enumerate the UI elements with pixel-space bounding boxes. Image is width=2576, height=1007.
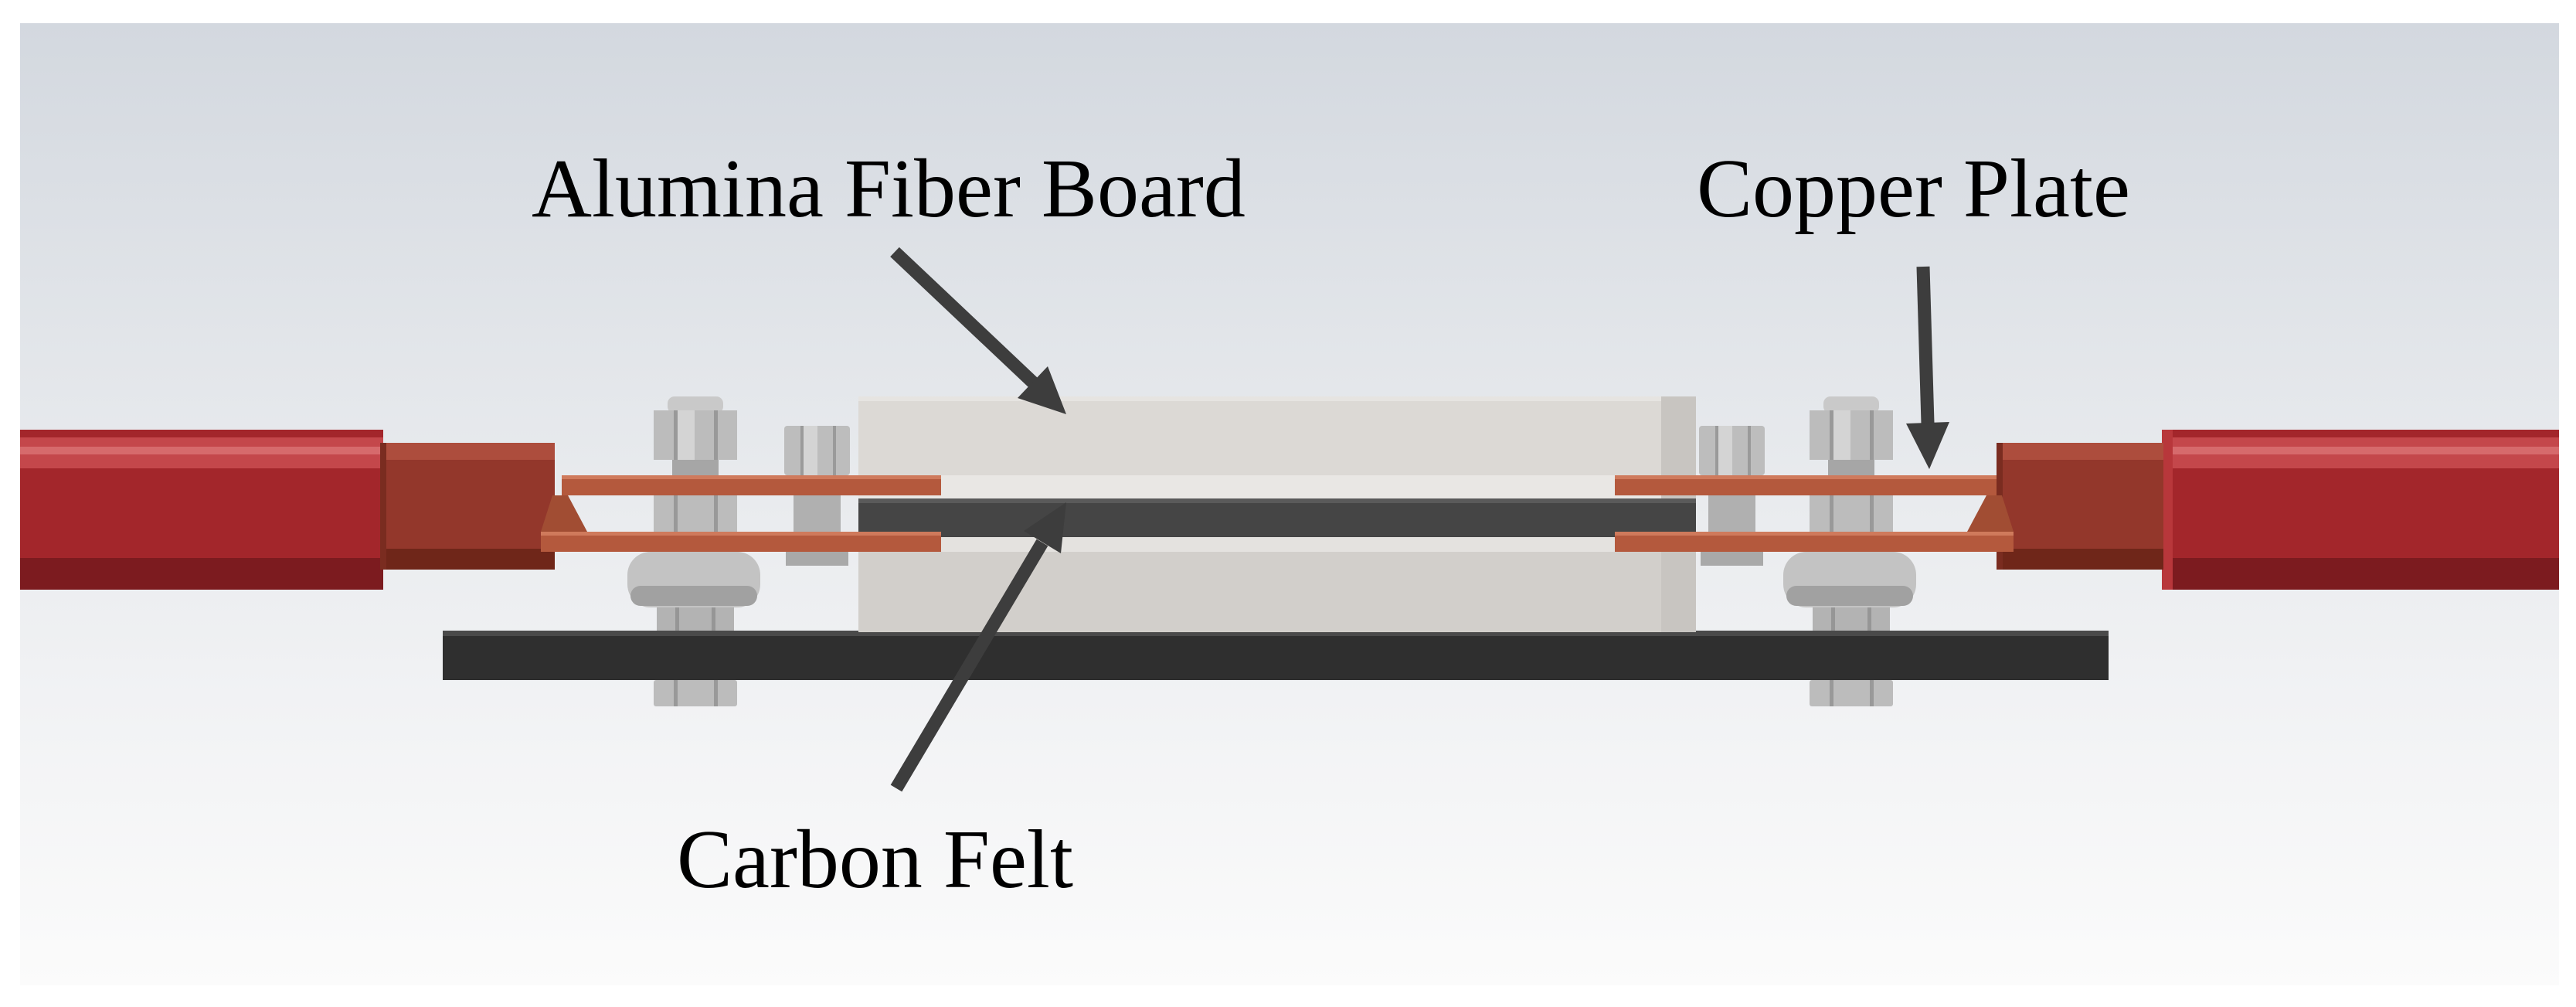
left-cable-ferrule bbox=[380, 443, 555, 570]
lower-nut bbox=[1701, 552, 1763, 566]
copper-plate-right-bottom-highlight bbox=[1615, 532, 2014, 536]
lower-nut bbox=[786, 552, 848, 566]
arrow-alumina-head bbox=[1018, 366, 1066, 414]
bolt-shaft bbox=[1708, 495, 1755, 532]
copper-plate-left-top-highlight bbox=[562, 475, 941, 479]
nut-facet bbox=[1867, 607, 1871, 631]
bolt-right-inner bbox=[1699, 426, 1765, 566]
top-hex-nut bbox=[654, 410, 737, 460]
nut-facet bbox=[714, 680, 718, 706]
alumina-block-upper-strip bbox=[858, 475, 1696, 498]
right-cable-shadow bbox=[2162, 558, 2559, 590]
nut-facet bbox=[1870, 680, 1874, 706]
copper-plate-left-bottom-highlight bbox=[541, 532, 941, 536]
label-alumina-fiber-board: Alumina Fiber Board bbox=[532, 143, 1246, 235]
nut-facet bbox=[833, 426, 836, 475]
arrow-copper-shaft bbox=[1916, 266, 1935, 424]
label-carbon-felt: Carbon Felt bbox=[677, 814, 1073, 906]
nut-highlight bbox=[804, 426, 817, 475]
nut-facet bbox=[674, 495, 678, 532]
left-cable bbox=[20, 430, 383, 590]
nut-highlight bbox=[1718, 426, 1732, 475]
arrow-copper-head bbox=[1906, 422, 1949, 469]
top-hex-nut bbox=[1810, 410, 1893, 460]
right-ferrule-body bbox=[1997, 443, 2163, 570]
right-cable-ferrule bbox=[1997, 443, 2163, 570]
nut-facet bbox=[1870, 410, 1874, 460]
nut-facet bbox=[1715, 426, 1718, 475]
copper-crimp-tongue-left bbox=[541, 495, 587, 532]
right-ferrule-shadow bbox=[1997, 549, 2163, 570]
nut-facet bbox=[1748, 426, 1751, 475]
base-plate-top-edge bbox=[443, 631, 2109, 636]
bolt-tip bbox=[668, 396, 723, 413]
arrow-carbon-felt bbox=[890, 502, 1066, 792]
right-cable bbox=[2162, 430, 2559, 590]
label-copper-plate: Copper Plate bbox=[1697, 143, 2130, 235]
copper-plates-right bbox=[1615, 475, 2014, 552]
arrow-alumina-shaft bbox=[890, 247, 1038, 388]
bottom-nut bbox=[654, 680, 737, 706]
nut-facet bbox=[712, 607, 715, 631]
carbon-felt-highlight bbox=[858, 498, 1696, 503]
nut-facet bbox=[1830, 495, 1833, 532]
middle-nut bbox=[1810, 495, 1893, 532]
left-cable-shine bbox=[20, 447, 383, 454]
left-ferrule-highlight bbox=[380, 443, 555, 460]
bolt-shaft bbox=[672, 460, 719, 475]
nut-facet bbox=[1870, 495, 1874, 532]
nut-highlight bbox=[1833, 410, 1850, 460]
bottom-nut bbox=[1810, 680, 1893, 706]
right-ferrule-highlight bbox=[1997, 443, 2163, 460]
nut-facet bbox=[714, 410, 718, 460]
arrow-carbon-shaft bbox=[890, 539, 1048, 792]
copper-plate-right-top-highlight bbox=[1615, 475, 1997, 479]
nut-facet bbox=[1830, 680, 1833, 706]
alumina-block-top-edge bbox=[858, 396, 1696, 401]
nut-facet bbox=[674, 410, 678, 460]
base-plate-body bbox=[443, 631, 2109, 680]
alumina-block-lower-face bbox=[858, 552, 1696, 632]
bolt-stack-right-outer bbox=[1783, 396, 1916, 706]
lower-nut bbox=[1813, 607, 1890, 631]
arrow-copper-plate bbox=[1906, 266, 1949, 469]
nut-facet bbox=[800, 426, 804, 475]
copper-plates-left bbox=[541, 475, 941, 552]
right-cable-shine bbox=[2162, 447, 2559, 454]
bolt-left-inner bbox=[784, 426, 850, 566]
left-ferrule-body bbox=[380, 443, 555, 570]
bolt-shaft bbox=[1828, 460, 1874, 475]
right-cable-end-bevel bbox=[2162, 430, 2173, 590]
nut-facet bbox=[1831, 607, 1835, 631]
nut-facet bbox=[714, 495, 718, 532]
nut-highlight bbox=[678, 410, 695, 460]
washer-shadow bbox=[630, 586, 757, 606]
left-ferrule-edge bbox=[380, 443, 386, 570]
lower-nut bbox=[657, 607, 734, 631]
base-plate bbox=[443, 631, 2109, 680]
bolt-stack-left-outer bbox=[627, 396, 760, 706]
carbon-felt bbox=[858, 498, 1696, 537]
arrow-alumina-fiber-board bbox=[890, 247, 1066, 414]
carbon-felt-band bbox=[858, 498, 1696, 537]
left-ferrule-shadow bbox=[380, 549, 555, 570]
bolt-tip bbox=[1823, 396, 1879, 413]
nut-facet bbox=[675, 607, 679, 631]
nut-facet bbox=[1830, 410, 1833, 460]
nut-facet bbox=[674, 680, 678, 706]
arrow-carbon-head bbox=[1024, 502, 1066, 553]
middle-nut bbox=[654, 495, 737, 532]
left-cable-shadow bbox=[20, 558, 383, 590]
washer-shadow bbox=[1786, 586, 1913, 606]
alumina-block-lower-strip bbox=[858, 537, 1696, 552]
copper-crimp-tongue-right bbox=[1967, 495, 2014, 532]
bolt-shaft bbox=[794, 495, 841, 532]
alumina-block-upper-face bbox=[858, 396, 1696, 475]
